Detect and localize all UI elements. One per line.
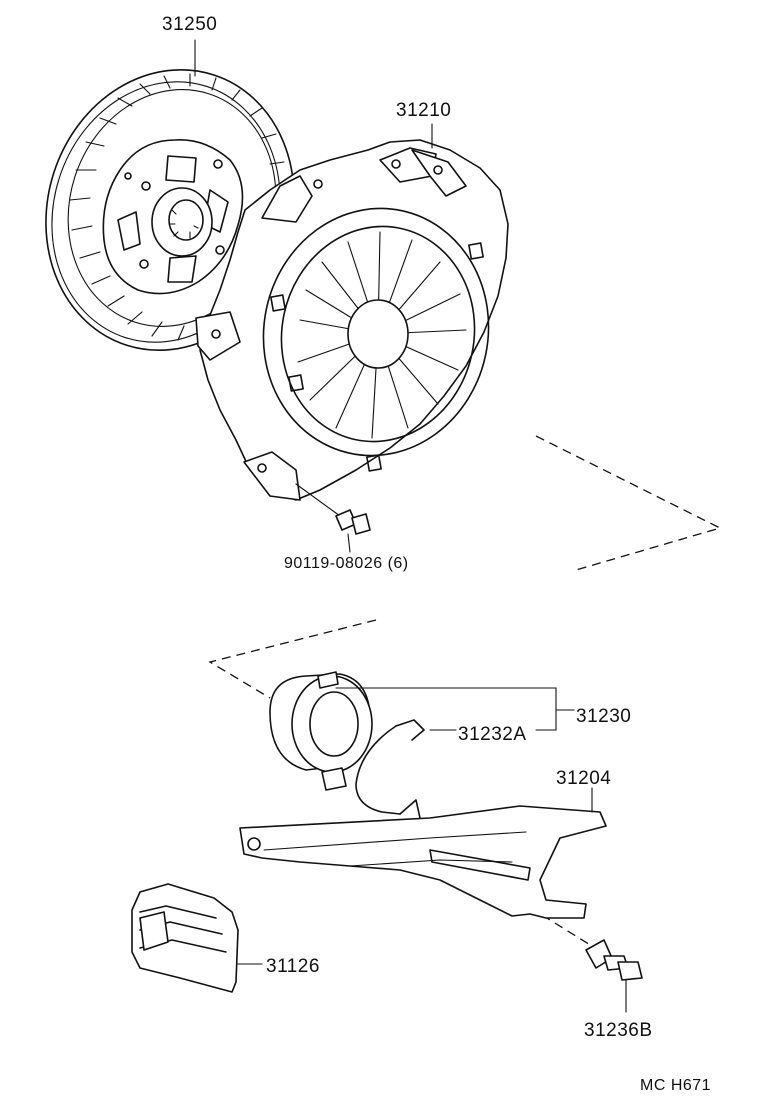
clip-part bbox=[355, 719, 457, 819]
bolt-part bbox=[295, 483, 371, 553]
disc-facing-slots bbox=[69, 73, 285, 341]
diagram-code: MC H671 bbox=[640, 1077, 711, 1094]
label-31236B: 31236B bbox=[584, 1020, 653, 1041]
label-31232A: 31232A bbox=[458, 724, 527, 745]
label-31126: 31126 bbox=[266, 956, 320, 977]
label-31210: 31210 bbox=[396, 100, 451, 121]
bearing-bracket bbox=[335, 687, 575, 731]
alignment-line-upper bbox=[535, 435, 722, 571]
pressure-plate bbox=[195, 123, 509, 501]
label-90119-08026: 90119-08026 (6) bbox=[284, 555, 409, 572]
clutch-disc bbox=[45, 39, 295, 352]
label-31230: 31230 bbox=[576, 706, 631, 727]
dust-boot bbox=[131, 883, 263, 993]
label-31204: 31204 bbox=[556, 768, 611, 789]
release-bearing bbox=[269, 671, 373, 791]
alignment-line-lower bbox=[208, 619, 377, 699]
pivot-stud bbox=[585, 939, 643, 1013]
label-31250: 31250 bbox=[162, 14, 217, 35]
release-fork bbox=[239, 787, 607, 919]
